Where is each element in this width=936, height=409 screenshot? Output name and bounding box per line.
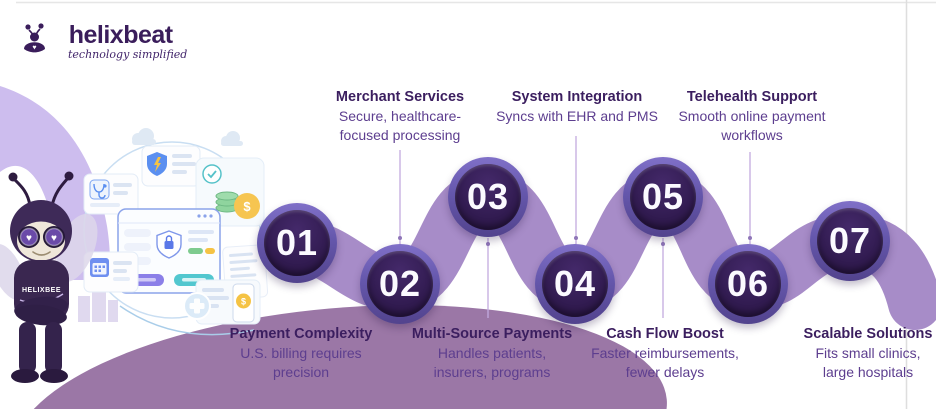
svg-text:$: $ — [241, 297, 246, 307]
svg-text:$: $ — [243, 199, 251, 214]
helixbee-mascot: ♥ ♥ HELIXBEE — [0, 171, 98, 383]
step-desc: Smooth online payment — [678, 108, 826, 124]
step-title: System Integration — [511, 89, 643, 105]
step-desc: Fits small clinics, — [815, 345, 921, 361]
shield-card-icon — [141, 145, 201, 187]
decor-arc — [119, 305, 255, 336]
step-desc: Syncs with EHR and PMS — [496, 108, 658, 124]
step-desc: focused processing — [339, 127, 461, 143]
step-desc: Handles patients, — [437, 345, 547, 361]
step-desc: workflows — [721, 127, 783, 143]
mascot-eyes: ♥ ♥ — [18, 226, 65, 248]
step-desc: insurers, programs — [433, 364, 551, 380]
step-circle-05: 05 — [623, 157, 703, 237]
step-label-system-integration: System Integration Syncs with EHR and PM… — [475, 88, 680, 126]
step-desc: Secure, healthcare- — [338, 108, 462, 124]
step-title: Cash Flow Boost — [606, 326, 724, 342]
step-number: 01 — [275, 222, 319, 263]
step-title: Payment Complexity — [229, 326, 373, 342]
calendar-card-icon — [83, 251, 139, 293]
cloud-icon — [132, 128, 243, 146]
step-title: Merchant Services — [335, 89, 465, 105]
phone-card-icon: $ — [195, 279, 261, 325]
logo: ♥ helixbeat technology simplified — [20, 22, 187, 61]
step-label-payment-complexity: Payment Complexity U.S. billing requires… — [214, 325, 389, 382]
connector-dots — [398, 236, 752, 246]
step-label-merchant-services: Merchant Services Secure, healthcare- fo… — [318, 88, 483, 145]
stethoscope-card-icon — [83, 173, 139, 215]
step-number: 06 — [726, 263, 770, 304]
step-number: 07 — [828, 220, 872, 261]
step-desc: large hospitals — [822, 364, 914, 380]
step-title: Telehealth Support — [686, 89, 818, 105]
step-desc: fewer delays — [625, 364, 705, 380]
building-icon — [78, 288, 118, 322]
step-number: 03 — [466, 176, 510, 217]
mascot-chest-label: HELIXBEE — [22, 287, 61, 294]
logo-tagline: technology simplified — [68, 48, 188, 61]
step-label-scalable-solutions: Scalable Solutions Fits small clinics, l… — [788, 325, 936, 382]
logo-wordmark: helixbeat — [68, 21, 173, 49]
step-circle-01: 01 — [257, 203, 337, 283]
svg-text:♥: ♥ — [32, 45, 36, 52]
step-label-multi-source-payments: Multi-Source Payments Handles patients, … — [400, 325, 585, 382]
step-circle-07: 07 — [810, 201, 890, 281]
step-circle-06: 06 — [708, 244, 788, 324]
step-title: Multi-Source Payments — [411, 326, 573, 342]
medical-cross-icon — [183, 292, 211, 320]
step-desc: Faster reimbursements, — [591, 345, 739, 361]
medical-dashboard-illustration: $ — [78, 128, 269, 336]
connector-lines — [399, 136, 751, 318]
step-label-telehealth-support: Telehealth Support Smooth online payment… — [655, 88, 850, 145]
step-label-cash-flow-boost: Cash Flow Boost Faster reimbursements, f… — [565, 325, 765, 382]
step-desc: precision — [272, 364, 330, 380]
mauve-blob-shape — [13, 305, 667, 409]
step-number: 02 — [378, 263, 422, 304]
svg-text:♥: ♥ — [26, 233, 32, 244]
step-circle-04: 04 — [535, 244, 615, 324]
step-desc: U.S. billing requires — [240, 345, 362, 361]
step-circle-02: 02 — [360, 244, 440, 324]
step-title: Scalable Solutions — [803, 326, 933, 342]
logo-bee-icon: ♥ — [24, 23, 45, 53]
step-number: 04 — [553, 263, 597, 304]
step-number: 05 — [641, 176, 685, 217]
step-circle-03: 03 — [448, 157, 528, 237]
svg-text:♥: ♥ — [51, 233, 57, 244]
